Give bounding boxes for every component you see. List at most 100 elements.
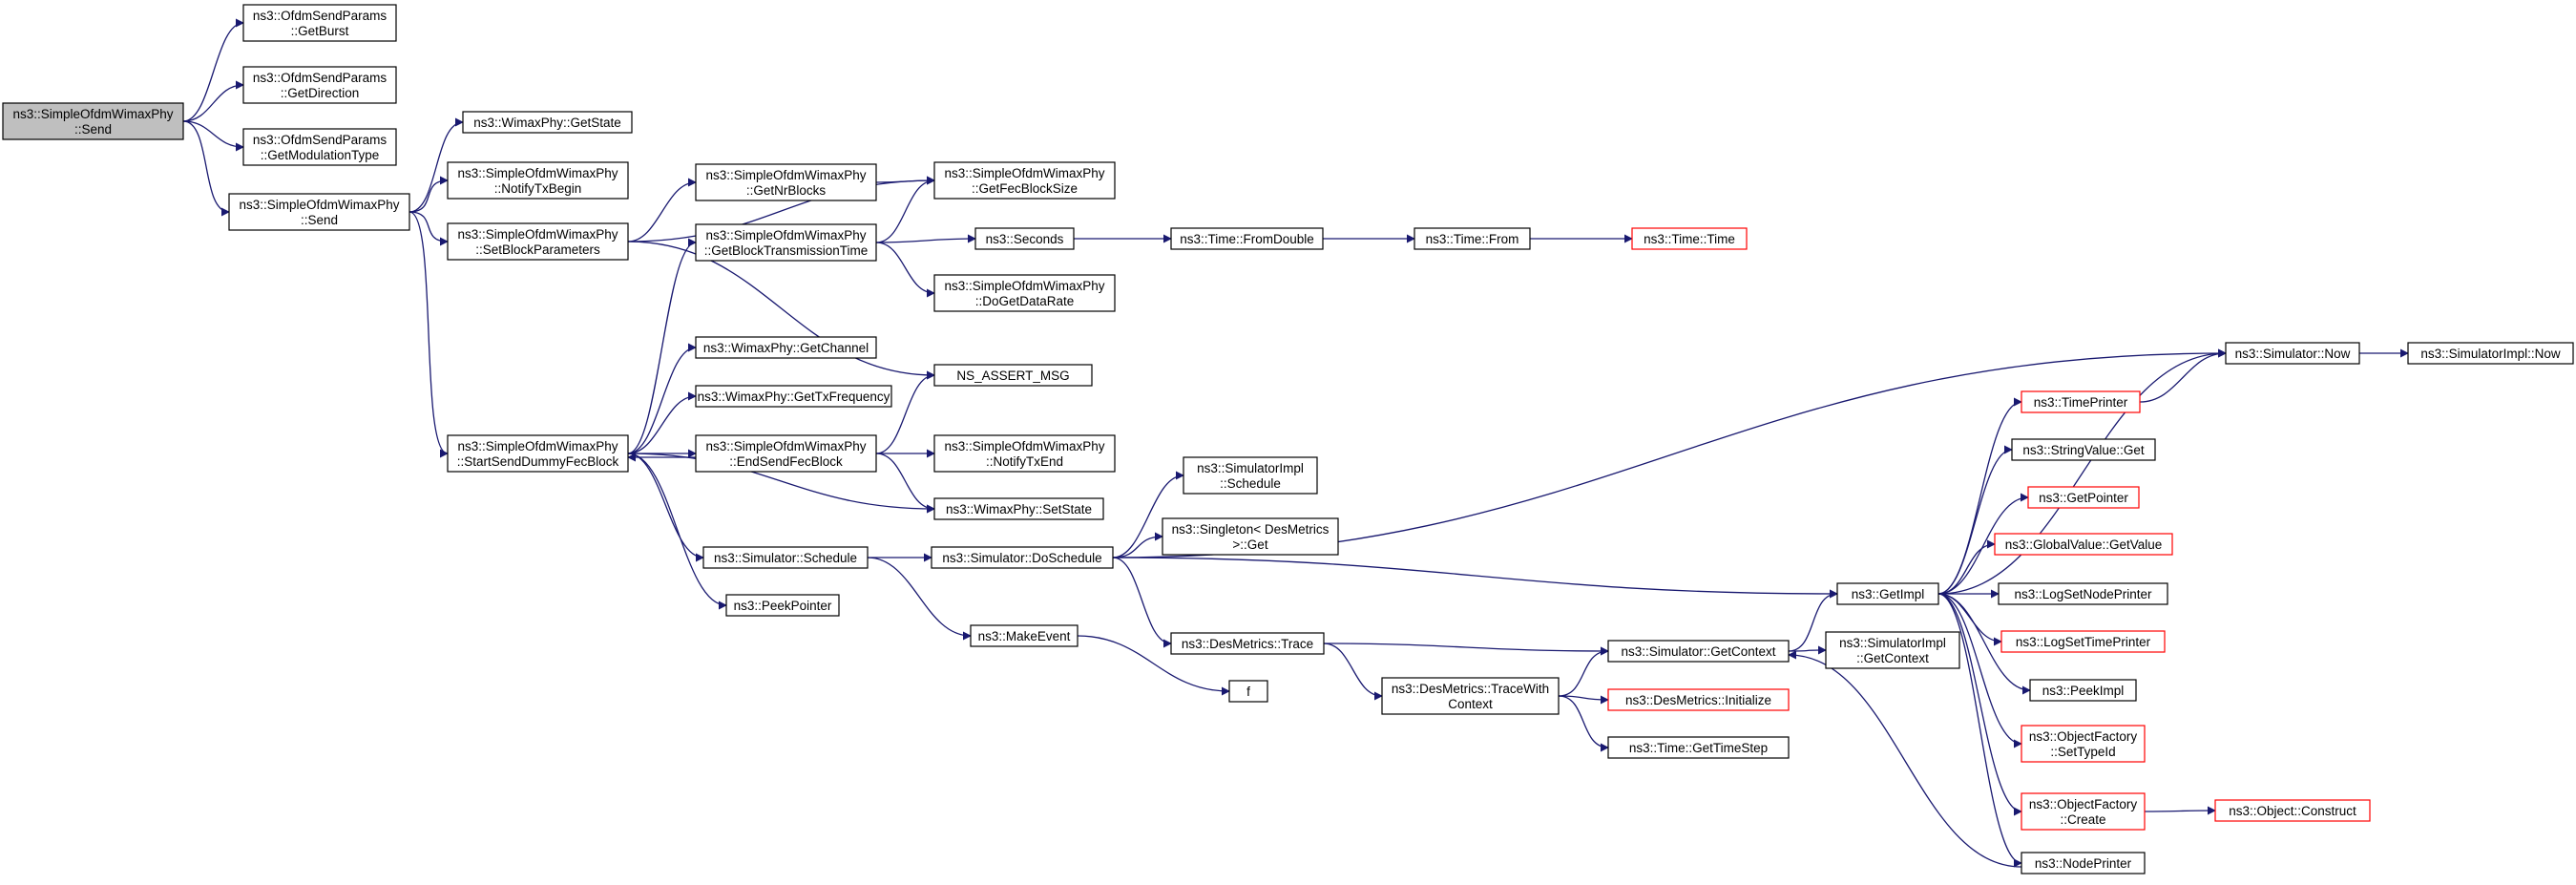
- edge-path: [875, 176, 935, 243]
- node-box: [702, 546, 869, 569]
- node-trace[interactable]: ns3::DesMetrics::Trace: [1170, 632, 1325, 655]
- node-singleton[interactable]: ns3::Singleton< DesMetrics>::Get: [1162, 517, 1339, 556]
- node-label-line: ns3::SimpleOfdmWimaxPhy: [12, 107, 173, 121]
- node-dogetdatarate[interactable]: ns3::SimpleOfdmWimaxPhy::DoGetDataRate: [933, 274, 1116, 312]
- node-getmodulation[interactable]: ns3::OfdmSendParams::GetModulationType: [242, 128, 397, 166]
- node-endsend[interactable]: ns3::SimpleOfdmWimaxPhy::EndSendFecBlock: [695, 434, 877, 473]
- edge-path: [182, 120, 244, 152]
- node-timetime[interactable]: ns3::Time::Time: [1631, 227, 1748, 250]
- node-getburst[interactable]: ns3::OfdmSendParams::GetBurst: [242, 4, 397, 42]
- node-now[interactable]: ns3::Simulator::Now: [2225, 342, 2360, 365]
- node-seconds[interactable]: ns3::Seconds: [974, 227, 1075, 250]
- node-label-line: ns3::NodePrinter: [2035, 856, 2132, 871]
- node-box: [2021, 792, 2146, 831]
- node-f[interactable]: f: [1228, 680, 1268, 703]
- node-box: [242, 128, 397, 166]
- node-box: [242, 66, 397, 104]
- node-fromdouble[interactable]: ns3::Time::FromDouble: [1170, 227, 1324, 250]
- node-label-line: ns3::Simulator::DoSchedule: [942, 551, 1101, 565]
- node-timefrom[interactable]: ns3::Time::From: [1414, 227, 1531, 250]
- edge-path: [875, 453, 935, 514]
- node-box: [2214, 799, 2371, 822]
- node-doschedule[interactable]: ns3::Simulator::DoSchedule: [931, 546, 1114, 569]
- node-getnrblocks[interactable]: ns3::SimpleOfdmWimaxPhy::GetNrBlocks: [695, 163, 877, 201]
- node-desinit[interactable]: ns3::DesMetrics::Initialize: [1607, 688, 1790, 711]
- node-logsetnode[interactable]: ns3::LogSetNodePrinter: [1998, 582, 2168, 605]
- node-label-line: Context: [1448, 697, 1493, 711]
- node-label-line: ns3::DesMetrics::TraceWith: [1392, 682, 1549, 696]
- edge-path: [875, 234, 976, 243]
- node-getcontext[interactable]: ns3::Simulator::GetContext: [1607, 640, 1790, 663]
- node-startsend[interactable]: ns3::SimpleOfdmWimaxPhy::StartSendDummyF…: [447, 434, 629, 473]
- call-edge-tracewith-to-desinit: [1558, 695, 1609, 705]
- node-logsettime[interactable]: ns3::LogSetTimePrinter: [2000, 630, 2166, 653]
- edge-path: [1937, 445, 2013, 595]
- node-label-line: ns3::GlobalValue::GetValue: [2005, 537, 2163, 552]
- node-send2[interactable]: ns3::SimpleOfdmWimaxPhy::Send: [228, 193, 410, 231]
- node-label-line: ns3::TimePrinter: [2034, 395, 2128, 410]
- node-timeprinter[interactable]: ns3::TimePrinter: [2021, 390, 2141, 413]
- node-label-line: ns3::Time::Time: [1644, 232, 1735, 246]
- node-label-line: ::NotifyTxEnd: [986, 454, 1063, 469]
- node-label-line: ns3::PeekPointer: [734, 599, 832, 613]
- node-getdirection[interactable]: ns3::OfdmSendParams::GetDirection: [242, 66, 397, 104]
- node-implgetcontext[interactable]: ns3::SimulatorImpl::GetContext: [1825, 631, 1960, 669]
- node-getchannel[interactable]: ns3::WimaxPhy::GetChannel: [695, 336, 877, 359]
- call-edge-getimpl-to-create: [1937, 593, 2022, 816]
- node-box: [1162, 517, 1339, 556]
- edge-path: [875, 370, 935, 454]
- call-edge-getblocktx-to-getfecblocksize: [875, 176, 935, 243]
- node-gettimestep[interactable]: ns3::Time::GetTimeStep: [1607, 736, 1790, 759]
- node-notifytxend[interactable]: ns3::SimpleOfdmWimaxPhy::NotifyTxEnd: [933, 434, 1116, 473]
- node-label-line: ::EndSendFecBlock: [729, 454, 843, 469]
- node-schedule[interactable]: ns3::Simulator::Schedule: [702, 546, 869, 569]
- edge-path: [408, 211, 449, 458]
- node-stringvalue[interactable]: ns3::StringValue::Get: [2011, 438, 2156, 461]
- call-edge-getimpl-to-stringvalue: [1937, 445, 2013, 595]
- call-edge-getcontext-to-getimpl: [1788, 589, 1838, 652]
- node-getblocktx[interactable]: ns3::SimpleOfdmWimaxPhy::GetBlockTransmi…: [695, 223, 877, 262]
- edge-path: [1323, 643, 1609, 656]
- node-peekpointer[interactable]: ns3::PeekPointer: [725, 594, 840, 617]
- node-getpointer[interactable]: ns3::GetPointer: [2027, 486, 2140, 509]
- node-getfecblocksize[interactable]: ns3::SimpleOfdmWimaxPhy::GetFecBlockSize: [933, 161, 1116, 200]
- node-label-line: ::GetModulationType: [261, 148, 380, 162]
- edge-path: [1937, 397, 2022, 595]
- edge-path: [867, 557, 972, 641]
- edge-path: [627, 453, 704, 562]
- node-label-line: ns3::Seconds: [986, 232, 1064, 246]
- node-implschedule[interactable]: ns3::SimulatorImpl::Schedule: [1183, 456, 1318, 495]
- node-box: [1607, 736, 1790, 759]
- node-makeevent[interactable]: ns3::MakeEvent: [970, 624, 1079, 647]
- node-settypeid[interactable]: ns3::ObjectFactory::SetTypeId: [2021, 725, 2146, 763]
- node-setstate[interactable]: ns3::WimaxPhy::SetState: [933, 497, 1104, 520]
- node-nsassert[interactable]: NS_ASSERT_MSG: [933, 364, 1093, 387]
- node-globalvalue[interactable]: ns3::GlobalValue::GetValue: [1994, 533, 2173, 556]
- node-gettxfreq[interactable]: ns3::WimaxPhy::GetTxFrequency: [695, 385, 892, 408]
- edge-path: [1788, 589, 1838, 652]
- node-label-line: ns3::SimpleOfdmWimaxPhy: [944, 279, 1104, 293]
- edge-path: [1112, 532, 1163, 558]
- node-label-line: ns3::WimaxPhy::GetTxFrequency: [698, 390, 890, 404]
- node-root[interactable]: ns3::SimpleOfdmWimaxPhy::Send: [2, 102, 184, 140]
- node-label-line: ns3::SimpleOfdmWimaxPhy: [705, 228, 866, 242]
- call-edge-trace-to-tracewith: [1323, 643, 1383, 701]
- node-box: [1994, 533, 2173, 556]
- node-create[interactable]: ns3::ObjectFactory::Create: [2021, 792, 2146, 831]
- node-setblockparams[interactable]: ns3::SimpleOfdmWimaxPhy::SetBlockParamet…: [447, 222, 629, 261]
- call-edge-doschedule-to-trace: [1112, 557, 1172, 648]
- edge-path: [627, 176, 935, 242]
- node-notifytxbegin[interactable]: ns3::SimpleOfdmWimaxPhy::NotifyTxBegin: [447, 161, 629, 200]
- node-box: [2225, 342, 2360, 365]
- node-getimpl[interactable]: ns3::GetImpl: [1836, 582, 1939, 605]
- node-implnow[interactable]: ns3::SimulatorImpl::Now: [2407, 342, 2574, 365]
- node-peekimpl[interactable]: ns3::PeekImpl: [2029, 679, 2137, 702]
- call-edge-setblockparams-to-getnrblocks: [627, 178, 697, 242]
- node-label-line: ::DoGetDataRate: [975, 294, 1075, 308]
- node-getstate[interactable]: ns3::WimaxPhy::GetState: [462, 111, 633, 134]
- edge-path: [627, 453, 935, 514]
- node-construct[interactable]: ns3::Object::Construct: [2214, 799, 2371, 822]
- node-box: [931, 546, 1114, 569]
- node-nodeprinter[interactable]: ns3::NodePrinter: [2021, 852, 2146, 874]
